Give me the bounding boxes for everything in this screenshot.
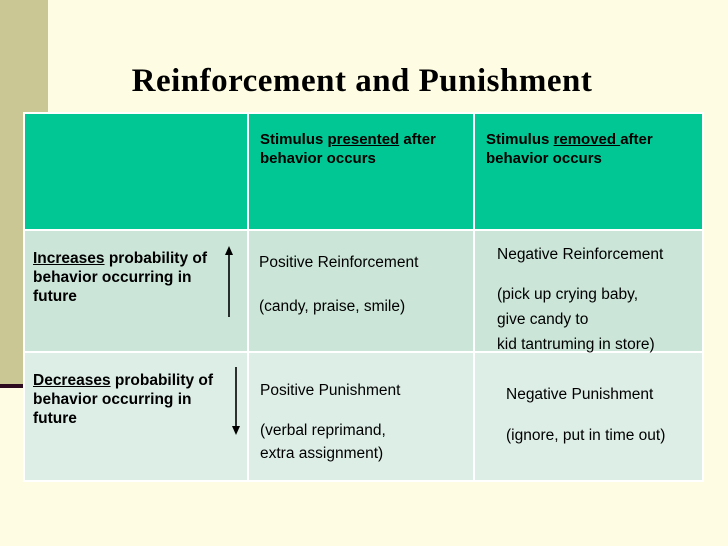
example-line: (pick up crying baby,	[497, 286, 638, 303]
cell-example: (ignore, put in time out)	[506, 427, 666, 444]
row-label-increases: Increases probability of behavior occurr…	[25, 231, 247, 351]
cell-title: Positive Reinforcement	[259, 254, 419, 271]
sidebar-bottom-line	[0, 384, 28, 388]
cell-negative-reinforcement: Negative Reinforcement (pick up crying b…	[475, 231, 702, 353]
down-arrow-icon	[232, 367, 240, 435]
example-line: kid tantruming in store)	[497, 336, 655, 353]
example-line: (verbal reprimand,	[260, 422, 386, 439]
header-cell-stimulus-presented: Stimulus presented after behavior occurs	[249, 114, 473, 229]
cell-example: (verbal reprimand, extra assignment)	[260, 419, 467, 465]
cell-title: Positive Punishment	[260, 382, 401, 399]
header-text: after behavior occurs	[486, 131, 653, 167]
cell-title: Negative Punishment	[506, 386, 654, 403]
cell-positive-reinforcement: Positive Reinforcement (candy, praise, s…	[249, 231, 473, 351]
up-arrow-icon	[225, 246, 233, 317]
header-text-underlined: removed	[553, 131, 621, 148]
cell-title: Negative Reinforcement	[497, 246, 664, 263]
header-text: Stimulus	[260, 131, 328, 148]
cell-positive-punishment: Positive Punishment (verbal reprimand, e…	[249, 353, 473, 480]
example-line: extra assignment)	[260, 445, 384, 462]
cell-example: (candy, praise, smile)	[259, 298, 406, 315]
header-text: after behavior occurs	[260, 131, 436, 167]
cell-negative-punishment: Negative Punishment (ignore, put in time…	[475, 353, 702, 480]
page-title: Reinforcement and Punishment	[131, 63, 593, 100]
header-cell-stimulus-removed: Stimulus removed after behavior occurs	[475, 114, 702, 229]
row-label-text: Increases probability of behavior occurr…	[33, 250, 207, 305]
example-line: give candy to	[497, 311, 589, 328]
row-label-decreases: Decreases probability of behavior occurr…	[25, 353, 247, 480]
header-text: Stimulus	[486, 131, 554, 148]
cell-example: (pick up crying baby, give candy to kid …	[497, 282, 696, 357]
reinforcement-table: Stimulus presented after behavior occurs…	[23, 112, 704, 482]
row-label-text: Decreases probability of behavior occurr…	[33, 372, 214, 427]
header-text-underlined: presented	[327, 131, 400, 148]
header-cell-empty	[25, 114, 247, 229]
